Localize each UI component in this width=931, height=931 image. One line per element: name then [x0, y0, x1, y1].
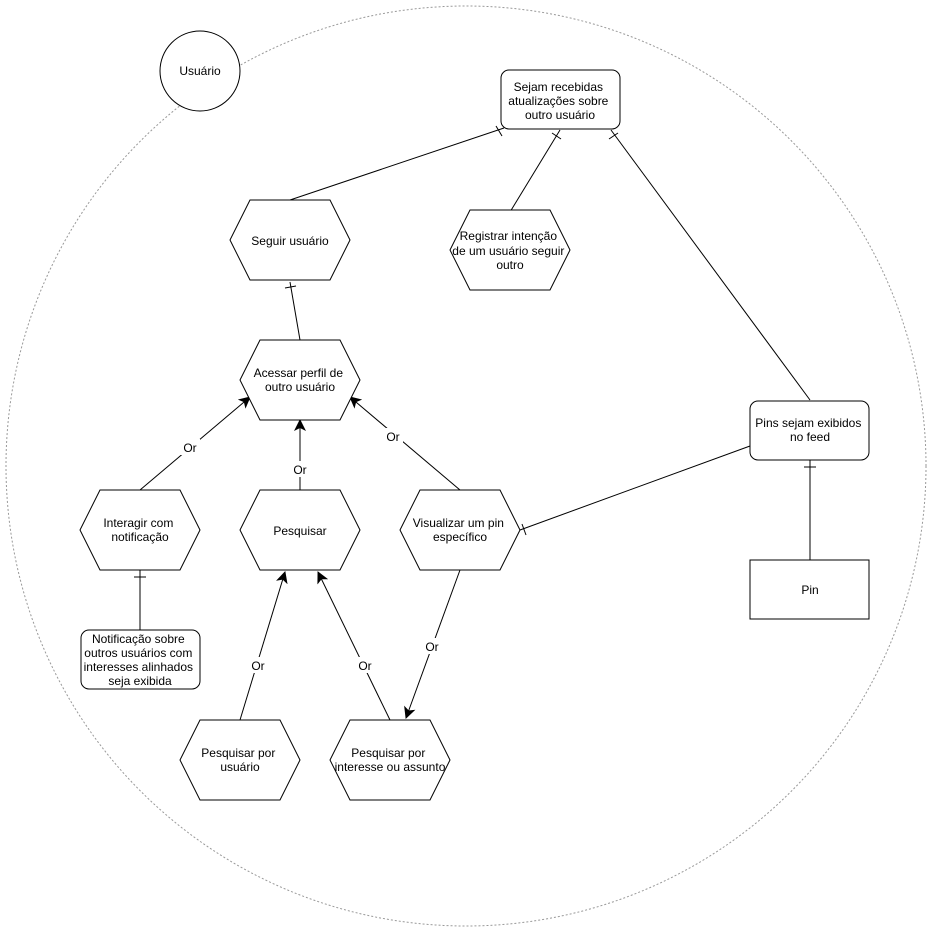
goal-label: Sejam recebidas atualizações sobre outro…	[508, 80, 611, 122]
goal-label: Notificação sobre outros usuários com in…	[84, 632, 197, 688]
or-label: Or	[386, 430, 399, 444]
task-search[interactable]: Pesquisar	[239, 489, 361, 571]
or-label: Or	[425, 640, 438, 654]
link-tick	[495, 125, 503, 137]
task-search-user[interactable]: Pesquisar por usuário	[179, 719, 301, 801]
or-label: Or	[183, 441, 196, 455]
task-search-interest[interactable]: Pesquisar por interesse ou assunto	[329, 719, 451, 801]
goal-pins-feed[interactable]: Pins sejam exibidos no feed	[749, 400, 870, 461]
task-label: Registrar intenção de um usuário seguir …	[452, 229, 567, 272]
task-label: Pesquisar por usuário	[201, 746, 278, 774]
or-link-interest-search	[317, 571, 391, 721]
task-label: Interagir com notificação	[103, 516, 176, 544]
task-label: Visualizar um pin específico	[413, 516, 508, 544]
link-pins-updates	[610, 129, 811, 401]
task-label: Pesquisar por interesse ou assunto	[335, 746, 446, 774]
actor-usuario[interactable]: Usuário	[159, 30, 241, 112]
or-link-viewpin-access	[349, 396, 461, 491]
link-viewpin-pins	[519, 445, 751, 531]
or-label: Or	[251, 659, 264, 673]
or-label: Or	[358, 659, 371, 673]
resource-pin[interactable]: Pin	[749, 559, 870, 620]
resource-label: Pin	[801, 583, 818, 597]
task-label: Pesquisar	[273, 524, 326, 538]
actor-label: Usuário	[179, 64, 221, 78]
task-register-intent[interactable]: Registrar intenção de um usuário seguir …	[449, 209, 571, 291]
goal-receive-updates[interactable]: Sejam recebidas atualizações sobre outro…	[500, 69, 621, 130]
link-tick	[551, 132, 562, 140]
link-tick	[284, 285, 297, 289]
task-label: Seguir usuário	[251, 234, 329, 248]
task-interact-notification[interactable]: Interagir com notificação	[79, 489, 201, 571]
link-follow-updates	[289, 127, 505, 201]
or-label: Or	[293, 463, 306, 477]
link-tick	[521, 523, 527, 536]
goal-label: Pins sejam exibidos no feed	[755, 416, 864, 444]
link-tick	[608, 132, 619, 140]
edge-labels: Or Or Or Or Or Or	[180, 428, 442, 673]
task-label: Acessar perfil de outro usuário	[254, 366, 347, 394]
or-link-user-search	[239, 571, 288, 721]
link-access-follow	[289, 281, 301, 341]
goal-notification-shown[interactable]: Notificação sobre outros usuários com in…	[80, 629, 201, 690]
link-register-updates	[509, 129, 561, 213]
task-follow-user[interactable]: Seguir usuário	[229, 199, 351, 281]
links	[134, 125, 816, 721]
task-access-profile[interactable]: Acessar perfil de outro usuário	[239, 339, 361, 421]
actor-boundary	[5, 5, 927, 927]
task-view-pin[interactable]: Visualizar um pin específico	[399, 489, 521, 571]
